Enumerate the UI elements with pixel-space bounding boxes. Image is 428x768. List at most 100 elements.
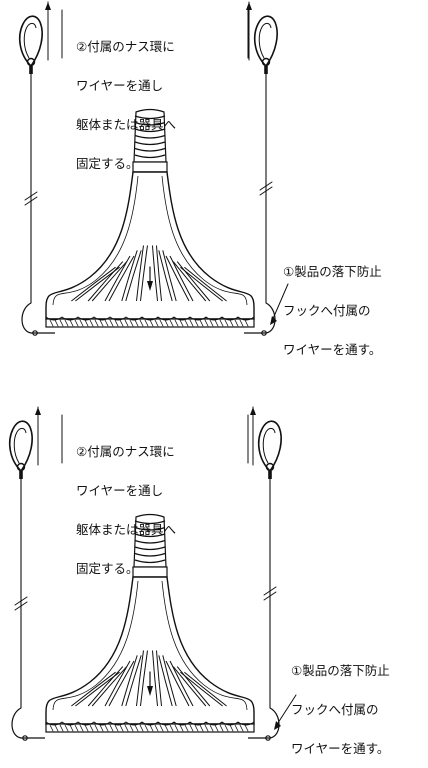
cooling-fin bbox=[172, 666, 211, 707]
rim-pattern bbox=[109, 319, 114, 327]
rim-pattern bbox=[84, 319, 89, 327]
cooling-fin bbox=[152, 650, 162, 707]
center-drop bbox=[147, 281, 153, 291]
rim-pattern bbox=[169, 319, 174, 327]
cooling-fin bbox=[87, 261, 128, 302]
rim-pattern bbox=[189, 724, 194, 732]
wire-loop-left bbox=[11, 707, 45, 739]
rim-pattern bbox=[179, 724, 184, 732]
break-mark bbox=[14, 596, 28, 606]
arrow-up-icon bbox=[45, 2, 51, 10]
rim-pattern bbox=[69, 724, 74, 732]
rim-pattern bbox=[159, 724, 164, 732]
rim-pattern bbox=[69, 319, 74, 327]
rim-pattern bbox=[199, 724, 204, 732]
cooling-fin bbox=[136, 650, 148, 707]
cooling-fin bbox=[121, 655, 142, 707]
rim-pattern bbox=[94, 319, 99, 327]
rim-pattern bbox=[164, 319, 169, 327]
wire-ferrule bbox=[268, 471, 272, 479]
rim-pattern bbox=[199, 319, 204, 327]
screw-thread bbox=[134, 147, 166, 152]
rim-pattern bbox=[174, 319, 179, 327]
rim-pattern bbox=[234, 724, 239, 732]
rim-pattern bbox=[129, 319, 134, 327]
led-lamp-body bbox=[45, 513, 255, 733]
rim-pattern bbox=[54, 724, 59, 732]
side-note-line: ①製品の落下防止 bbox=[283, 264, 382, 279]
top-note-line: ②付属のナス環に bbox=[76, 444, 175, 459]
bell-contour bbox=[52, 580, 139, 711]
rim-pattern bbox=[209, 319, 214, 327]
rim-pattern bbox=[204, 724, 209, 732]
cooling-fin bbox=[121, 250, 142, 302]
lamp-rim bbox=[45, 723, 255, 733]
break-mark bbox=[263, 591, 277, 601]
side-note-line: ①製品の落下防止 bbox=[291, 663, 390, 678]
wire-ferrule bbox=[19, 471, 23, 479]
rim-pattern bbox=[59, 724, 64, 732]
snap-hook-gate bbox=[258, 22, 272, 59]
rim-pattern bbox=[89, 319, 94, 327]
rim-pattern bbox=[94, 724, 99, 732]
break-mark bbox=[259, 186, 273, 196]
snap-hook-gate bbox=[262, 427, 276, 464]
hook-ring bbox=[265, 462, 275, 472]
rim-pattern bbox=[114, 724, 119, 732]
rim-pattern bbox=[79, 319, 84, 327]
cooling-fin bbox=[104, 660, 135, 707]
arrow-icon bbox=[274, 721, 281, 730]
rim-pattern bbox=[139, 319, 144, 327]
rim-pattern bbox=[49, 724, 54, 732]
rim-pattern bbox=[64, 724, 69, 732]
rim-pattern bbox=[124, 319, 129, 327]
cooling-fin bbox=[165, 255, 194, 302]
top-note-line: 躯体または器具へ bbox=[76, 117, 177, 132]
cooling-fin bbox=[152, 245, 162, 302]
bell-contour bbox=[161, 175, 248, 306]
lamp-base bbox=[133, 513, 167, 568]
wire-loop-left bbox=[21, 302, 55, 334]
screw-thread bbox=[134, 546, 166, 551]
callout-pointer bbox=[275, 694, 297, 727]
lamp-base bbox=[133, 108, 167, 163]
rim-pattern bbox=[59, 319, 64, 327]
cooling-fin bbox=[172, 261, 211, 302]
rim-pattern bbox=[234, 319, 239, 327]
rim-pattern bbox=[244, 724, 249, 732]
rim-pattern bbox=[224, 724, 229, 732]
rim-pattern bbox=[164, 724, 169, 732]
rim-pattern bbox=[179, 319, 184, 327]
led-lamp-body bbox=[45, 108, 255, 328]
rim-pattern bbox=[219, 724, 224, 732]
screw-thread bbox=[134, 121, 166, 126]
hook-ring bbox=[261, 57, 271, 67]
side-note-line: ワイヤーを通す。 bbox=[283, 342, 382, 357]
rim-scallop bbox=[45, 721, 255, 726]
fall-prevention-hook bbox=[261, 330, 267, 336]
rim-pattern bbox=[189, 319, 194, 327]
snap-hook-gate bbox=[23, 22, 37, 59]
side-note-line: フックへ付属の bbox=[283, 303, 371, 318]
wire-ferrule bbox=[264, 66, 268, 74]
rim-pattern bbox=[204, 319, 209, 327]
rim-pattern bbox=[244, 319, 249, 327]
break-mark bbox=[14, 601, 28, 611]
cooling-fin bbox=[165, 660, 194, 707]
center-drop bbox=[147, 686, 153, 696]
cooling-fin bbox=[180, 266, 227, 302]
rim-pattern bbox=[79, 724, 84, 732]
cooling-fin bbox=[180, 671, 227, 707]
callout-pointer bbox=[271, 283, 289, 322]
rim-pattern bbox=[144, 724, 149, 732]
bell-contour bbox=[161, 580, 248, 711]
rim-pattern bbox=[129, 724, 134, 732]
top-note-line: 固定する。 bbox=[76, 156, 139, 171]
rim-pattern bbox=[184, 724, 189, 732]
cooling-fin bbox=[87, 666, 128, 707]
bell-contour bbox=[52, 175, 139, 306]
rim-pattern bbox=[154, 319, 159, 327]
rim-pattern bbox=[149, 319, 154, 327]
rim-pattern bbox=[159, 319, 164, 327]
